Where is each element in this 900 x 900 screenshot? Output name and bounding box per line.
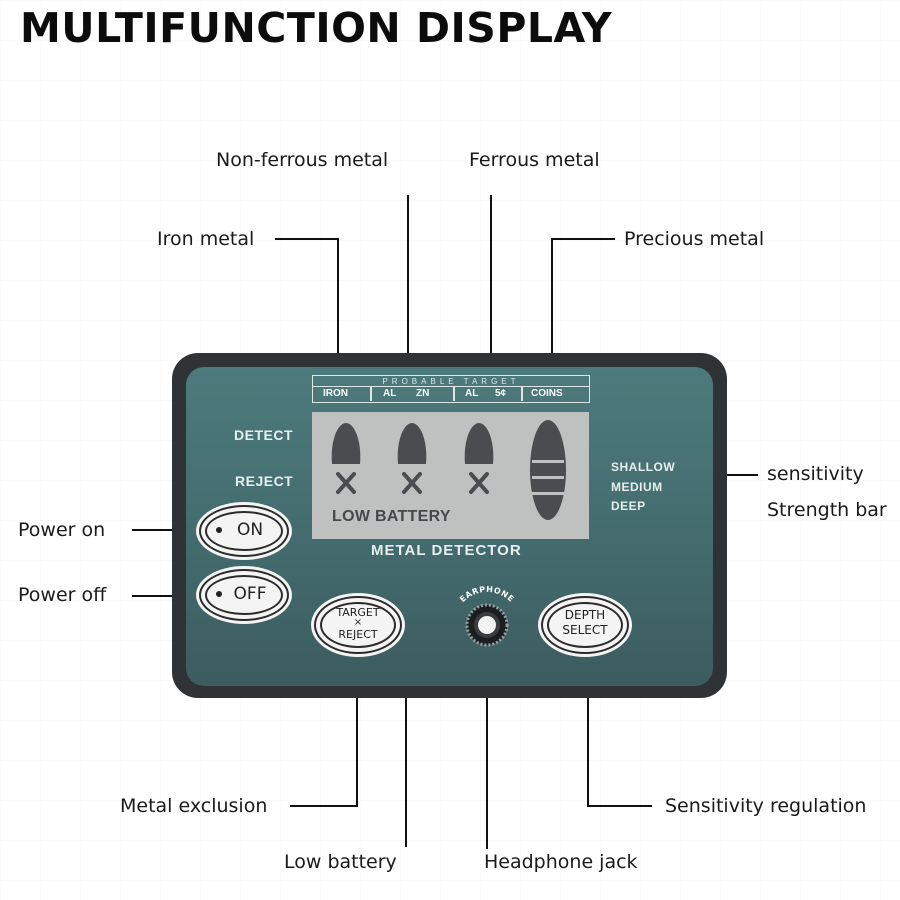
target-5c: 5¢ xyxy=(495,388,507,399)
target-reject-label-bottom: REJECT xyxy=(338,628,378,641)
power-off-label: OFF xyxy=(233,584,267,604)
target-reject-label-top: TARGET xyxy=(336,606,380,619)
lcd-segments xyxy=(331,420,566,520)
target-reject-button[interactable]: TARGET × REJECT xyxy=(314,596,402,654)
target-iron: IRON xyxy=(323,388,348,399)
reject-mark-iron xyxy=(336,472,356,494)
depth-shallow-label: SHALLOW xyxy=(611,460,676,474)
earphone-label: EARPHONE xyxy=(458,585,516,604)
reject-mark-ferrous xyxy=(469,472,489,494)
target-divider xyxy=(453,387,455,401)
depth-select-button[interactable]: DEPTH SELECT xyxy=(541,596,629,654)
callout-sensitivity: sensitivity xyxy=(767,463,864,485)
callout-low-battery: Low battery xyxy=(284,851,397,873)
target-al: AL xyxy=(383,388,397,399)
leader-iron xyxy=(275,238,339,390)
detect-indicator-non-ferrous xyxy=(397,423,427,464)
target-divider xyxy=(370,387,372,401)
target-coins: COINS xyxy=(531,388,563,399)
callout-headphone-jack: Headphone jack xyxy=(484,851,638,873)
callout-power-on: Power on xyxy=(18,519,106,541)
depth-deep-label: DEEP xyxy=(611,499,646,513)
leader-precious xyxy=(551,238,615,390)
button-dot xyxy=(216,591,222,597)
callout-iron: Iron metal xyxy=(157,228,255,250)
button-dot xyxy=(216,527,222,533)
earphone-jack[interactable]: EARPHONE xyxy=(440,583,534,659)
target-divider xyxy=(521,387,523,401)
target-reject-label-x: × xyxy=(353,617,363,628)
callout-ferrous: Ferrous metal xyxy=(469,149,600,171)
reject-label: REJECT xyxy=(235,473,294,489)
probable-target-bar: PROBABLE TARGET IRON AL ZN AL 5¢ COINS xyxy=(312,375,590,403)
page-title: MULTIFUNCTION DISPLAY xyxy=(20,4,613,52)
power-off-button[interactable]: OFF xyxy=(199,569,289,621)
reject-mark-non-ferrous xyxy=(402,472,422,494)
depth-select-label-bottom: SELECT xyxy=(562,623,608,637)
callout-metal-exclusion: Metal exclusion xyxy=(120,795,268,817)
detect-indicator-iron xyxy=(331,423,361,464)
model-name: METAL DETECTOR xyxy=(371,542,522,559)
leader-metal-exclusion xyxy=(290,655,358,807)
probable-target-header: PROBABLE TARGET xyxy=(313,376,589,387)
detect-indicator-ferrous xyxy=(464,423,494,464)
button-ring xyxy=(205,511,283,551)
lcd-screen: LOW BATTERY xyxy=(312,412,589,539)
power-on-label: ON xyxy=(236,520,264,540)
callout-sensitivity-regulation: Sensitivity regulation xyxy=(665,795,867,817)
depth-medium-label: MEDIUM xyxy=(611,480,663,494)
depth-select-label-top: DEPTH xyxy=(564,608,606,622)
depth-bar-indicator xyxy=(530,420,566,520)
button-ring xyxy=(320,602,396,648)
callout-power-off: Power off xyxy=(18,584,107,606)
callout-precious: Precious metal xyxy=(624,228,765,250)
target-zn: ZN xyxy=(416,388,430,399)
target-al-2: AL xyxy=(465,388,479,399)
button-ring xyxy=(205,575,283,615)
callout-non-ferrous: Non-ferrous metal xyxy=(216,149,389,171)
low-battery-indicator: LOW BATTERY xyxy=(332,508,451,525)
detect-label: DETECT xyxy=(234,427,293,443)
callout-strength-bar: Strength bar xyxy=(767,499,887,521)
power-on-button[interactable]: ON xyxy=(199,505,289,557)
leader-sensitivity-regulation xyxy=(587,655,652,807)
button-ring xyxy=(547,602,623,648)
